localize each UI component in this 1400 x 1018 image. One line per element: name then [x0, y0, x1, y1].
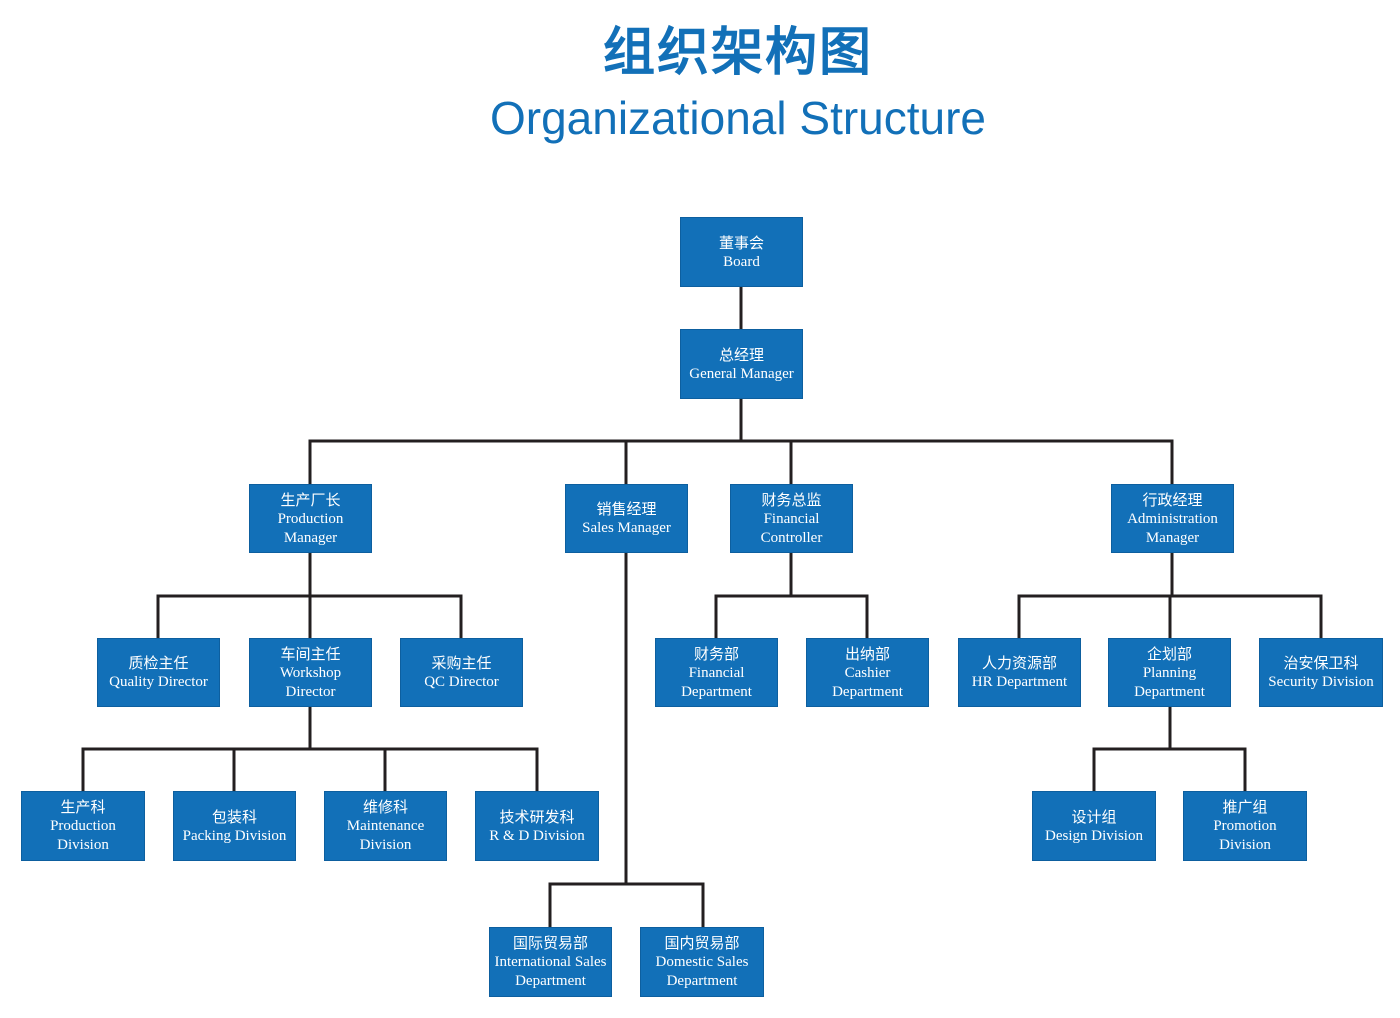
node-packing-division-zh: 包装科	[211, 807, 257, 826]
node-hr-department-en: HR Department	[971, 674, 1068, 690]
node-general-manager: 总经理 General Manager	[680, 329, 803, 399]
node-maintenance-division: 维修科 Maintenance Division	[324, 791, 447, 861]
node-quality-director-en: Quality Director	[109, 674, 208, 690]
connector-gm-bus	[308, 397, 1174, 443]
node-production-division-en: Production Division	[50, 818, 116, 853]
node-quality-director: 质检主任 Quality Director	[97, 638, 220, 707]
node-administration-manager-zh: 行政经理	[1142, 490, 1203, 509]
node-administration-manager: 行政经理 Administration Manager	[1111, 484, 1234, 553]
node-sales-manager-en: Sales Manager	[582, 520, 671, 536]
node-promotion-division-zh: 推广组	[1222, 798, 1268, 816]
node-board-en: Board	[723, 253, 760, 270]
node-packing-division: 包装科 Packing Division	[173, 791, 296, 861]
node-cashier-department-zh: 出纳部	[844, 644, 890, 663]
node-planning-department-zh: 企划部	[1146, 644, 1192, 663]
connector-planning-bus	[1092, 705, 1247, 793]
node-production-manager: 生产厂长 Production Manager	[249, 484, 372, 553]
node-production-manager-en: Production Manager	[277, 510, 344, 546]
node-design-division: 设计组 Design Division	[1032, 791, 1156, 861]
node-sales-manager-zh: 销售经理	[596, 500, 657, 518]
node-security-division: 治安保卫科 Security Division	[1259, 638, 1383, 707]
node-financial-department-zh: 财务部	[693, 644, 739, 663]
node-cashier-department: 出纳部 Cashier Department	[806, 638, 929, 707]
node-rd-division-zh: 技术研发科	[499, 807, 575, 826]
node-international-sales-department-zh: 国际贸易部	[512, 934, 588, 952]
node-domestic-sales-department: 国内贸易部 Domestic Sales Department	[640, 927, 764, 997]
node-design-division-zh: 设计组	[1071, 807, 1117, 826]
node-financial-department: 财务部 Financial Department	[655, 638, 778, 707]
connector-finance-bus	[714, 551, 869, 640]
node-production-division: 生产科 Production Division	[21, 791, 145, 861]
node-domestic-sales-department-en: Domestic Sales Department	[655, 954, 749, 989]
node-financial-controller: 财务总监 Financial Controller	[730, 484, 853, 553]
node-financial-controller-en: Financial Controller	[760, 510, 823, 546]
node-promotion-division: 推广组 Promotion Division	[1183, 791, 1307, 861]
node-production-manager-zh: 生产厂长	[280, 490, 341, 509]
node-board: 董事会 Board	[680, 217, 803, 287]
title-chinese: 组织架构图	[602, 23, 873, 83]
node-international-sales-department: 国际贸易部 International Sales Department	[489, 927, 612, 997]
node-packing-division-en: Packing Division	[182, 827, 287, 844]
node-planning-department-en: Planning Department	[1134, 664, 1205, 700]
node-security-division-en: Security Division	[1268, 674, 1374, 690]
node-promotion-division-en: Promotion Division	[1213, 818, 1277, 853]
node-qc-director: 采购主任 QC Director	[400, 638, 523, 707]
node-financial-department-en: Financial Department	[681, 664, 752, 700]
connector-sales-bus	[548, 551, 705, 929]
node-planning-department: 企划部 Planning Department	[1108, 638, 1231, 707]
node-workshop-director-zh: 车间主任	[280, 644, 341, 663]
node-workshop-director: 车间主任 Workshop Director	[249, 638, 372, 707]
node-qc-director-zh: 采购主任	[431, 654, 492, 672]
node-hr-department: 人力资源部 HR Department	[958, 638, 1081, 707]
node-cashier-department-en: Cashier Department	[832, 664, 903, 700]
node-quality-director-zh: 质检主任	[128, 654, 189, 672]
node-board-zh: 董事会	[718, 233, 764, 252]
node-international-sales-department-en: International Sales Department	[494, 954, 607, 989]
node-general-manager-en: General Manager	[689, 365, 794, 382]
node-general-manager-zh: 总经理	[718, 345, 764, 364]
node-administration-manager-en: Administration Manager	[1127, 510, 1218, 546]
node-design-division-en: Design Division	[1045, 827, 1143, 844]
node-sales-manager: 销售经理 Sales Manager	[565, 484, 688, 553]
node-domestic-sales-department-zh: 国内贸易部	[664, 934, 740, 952]
connector-workshop-bus	[81, 705, 539, 793]
title-english: Organizational Structure	[489, 92, 987, 144]
node-rd-division: 技术研发科 R & D Division	[475, 791, 599, 861]
node-hr-department-zh: 人力资源部	[981, 654, 1057, 672]
node-workshop-director-en: Workshop Director	[279, 664, 342, 700]
node-maintenance-division-en: Maintenance Division	[346, 818, 425, 853]
connector-admin-bus	[1017, 551, 1323, 640]
connector-production-bus	[156, 551, 463, 640]
node-maintenance-division-zh: 维修科	[362, 798, 408, 816]
node-security-division-zh: 治安保卫科	[1283, 654, 1359, 672]
node-rd-division-en: R & D Division	[489, 827, 585, 844]
node-production-division-zh: 生产科	[60, 798, 106, 816]
node-qc-director-en: QC Director	[424, 674, 499, 690]
node-financial-controller-zh: 财务总监	[761, 490, 822, 509]
